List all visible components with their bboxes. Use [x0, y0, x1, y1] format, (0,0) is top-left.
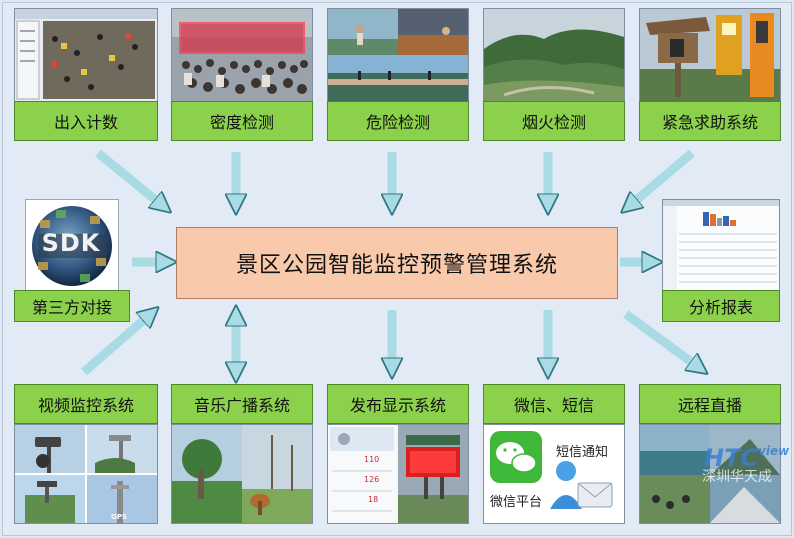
display-value-1: 110 [364, 455, 380, 464]
photo-density [171, 8, 313, 102]
photo-video-cameras: GPS [14, 424, 158, 524]
module-danger-detection: 危险检测 [327, 101, 469, 141]
arrow-center-to-live [623, 310, 694, 364]
center-system-title: 景区公园智能监控预警管理系统 [176, 227, 618, 299]
module-people-counting: 出入计数 [14, 101, 158, 141]
display-value-3: 18 [368, 495, 379, 504]
sms-notify-label: 短信通知 [556, 445, 609, 460]
sdk-text: SDK [41, 229, 101, 257]
arrow-emergency-to-center [634, 149, 695, 202]
watermark-brand-sub: view [758, 444, 790, 458]
watermark-brand: HTCview [704, 444, 789, 472]
photo-wechat-sms: 短信通知 微信平台 [483, 424, 625, 524]
module-third-party: 第三方对接 [14, 290, 130, 322]
photo-danger [327, 8, 469, 102]
arrow-counting-to-center [95, 149, 158, 202]
wechat-platform-label: 微信平台 [490, 495, 543, 510]
photo-emergency [639, 8, 781, 102]
module-video-surveillance: 视频监控系统 [14, 384, 158, 424]
photo-music-broadcast [171, 424, 313, 524]
photo-report [662, 199, 780, 293]
watermark-brand-main: HTC [704, 444, 759, 472]
photo-counting [14, 8, 158, 102]
module-density-detection: 密度检测 [171, 101, 313, 141]
photo-publish-display: 110 126 18 [327, 424, 469, 524]
arrow-video-to-center [81, 318, 146, 376]
module-publish-display: 发布显示系统 [327, 384, 469, 424]
photo-remote-live [639, 424, 781, 524]
watermark-city: 深圳华天成 [702, 469, 772, 485]
module-analysis-report: 分析报表 [662, 290, 780, 322]
display-panel [328, 425, 468, 523]
sdk-logo [25, 199, 119, 293]
photo-fire [483, 8, 625, 102]
display-value-2: 126 [364, 475, 380, 484]
svg-text:GPS: GPS [111, 513, 127, 521]
module-remote-live: 远程直播 [639, 384, 781, 424]
module-music-broadcast: 音乐广播系统 [171, 384, 313, 424]
module-wechat-sms: 微信、短信 [483, 384, 625, 424]
module-emergency-help: 紧急求助系统 [639, 101, 781, 141]
module-smoke-fire-detection: 烟火检测 [483, 101, 625, 141]
